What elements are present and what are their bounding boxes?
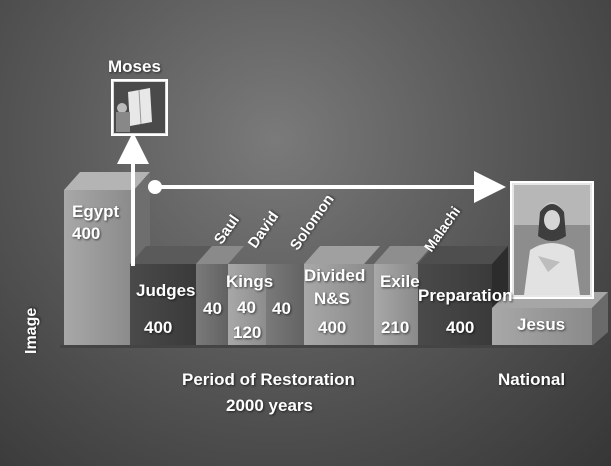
david-years: 40 [272,299,291,318]
exile-label: Exile [380,272,420,291]
saul-years: 40 [203,299,222,318]
moses-label: Moses [108,57,161,76]
divided-years: 400 [318,318,347,337]
egypt-label: Egypt [72,202,120,221]
kings-label: Kings [226,272,274,291]
jesus-label: Jesus [517,315,566,334]
egypt-years: 400 [72,224,101,243]
exile-block [374,246,432,346]
kings-block [228,264,270,346]
judges-block [130,246,212,346]
preparation-block [418,246,508,346]
kings-years-a: 40 [237,298,256,317]
saul-block [196,246,244,346]
divided-label: Divided [304,266,366,285]
jesus-image [510,181,594,299]
divided-sub-label: N&S [314,289,350,308]
kings-years-b: 120 [233,323,262,342]
judges-years: 400 [144,318,173,337]
divided-block [304,246,380,346]
david-block [266,264,306,346]
side-label: Image [23,307,40,354]
preparation-label: Preparation [418,286,513,305]
moses-image [111,79,168,136]
footer-line2: 2000 years [226,396,313,415]
exile-years: 210 [381,318,410,337]
preparation-years: 400 [446,318,475,337]
floor-line [60,345,600,348]
judges-label: Judges [136,281,196,300]
footer-line1: Period of Restoration [182,370,355,389]
national-label: National [498,370,566,389]
